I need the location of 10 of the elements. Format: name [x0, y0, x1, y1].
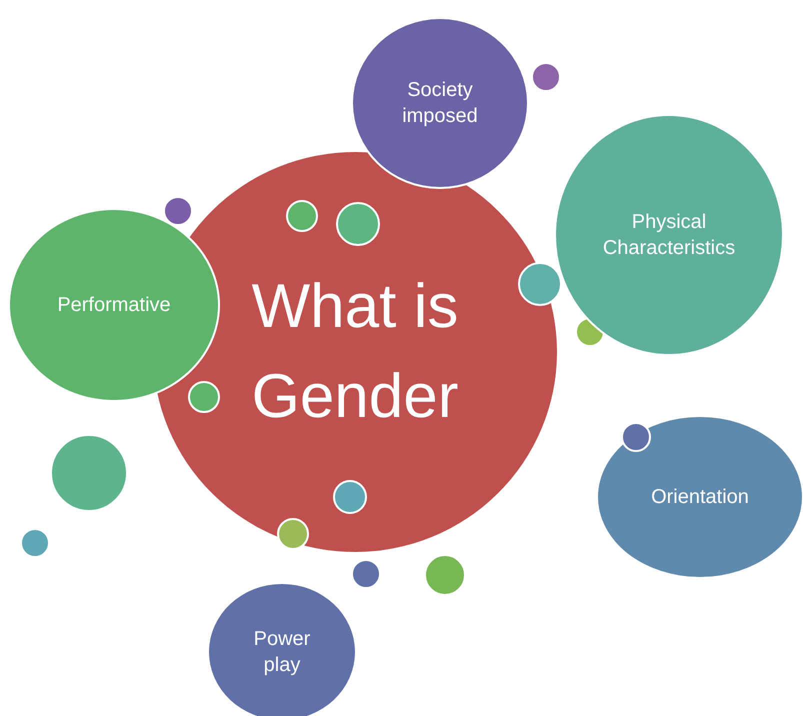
bubble-label: What is Gender [250, 271, 460, 433]
bubble-label: Power play [252, 627, 312, 678]
small-circle [333, 480, 367, 514]
bubble-label: Performative [57, 293, 171, 318]
bubble-label: Orientation [651, 485, 749, 510]
bubble-label: Physical Characteristics [602, 210, 736, 261]
small-circle [336, 202, 380, 246]
bubble-label: Society imposed [401, 78, 479, 129]
small-circle [286, 200, 318, 232]
small-circle [188, 381, 220, 413]
